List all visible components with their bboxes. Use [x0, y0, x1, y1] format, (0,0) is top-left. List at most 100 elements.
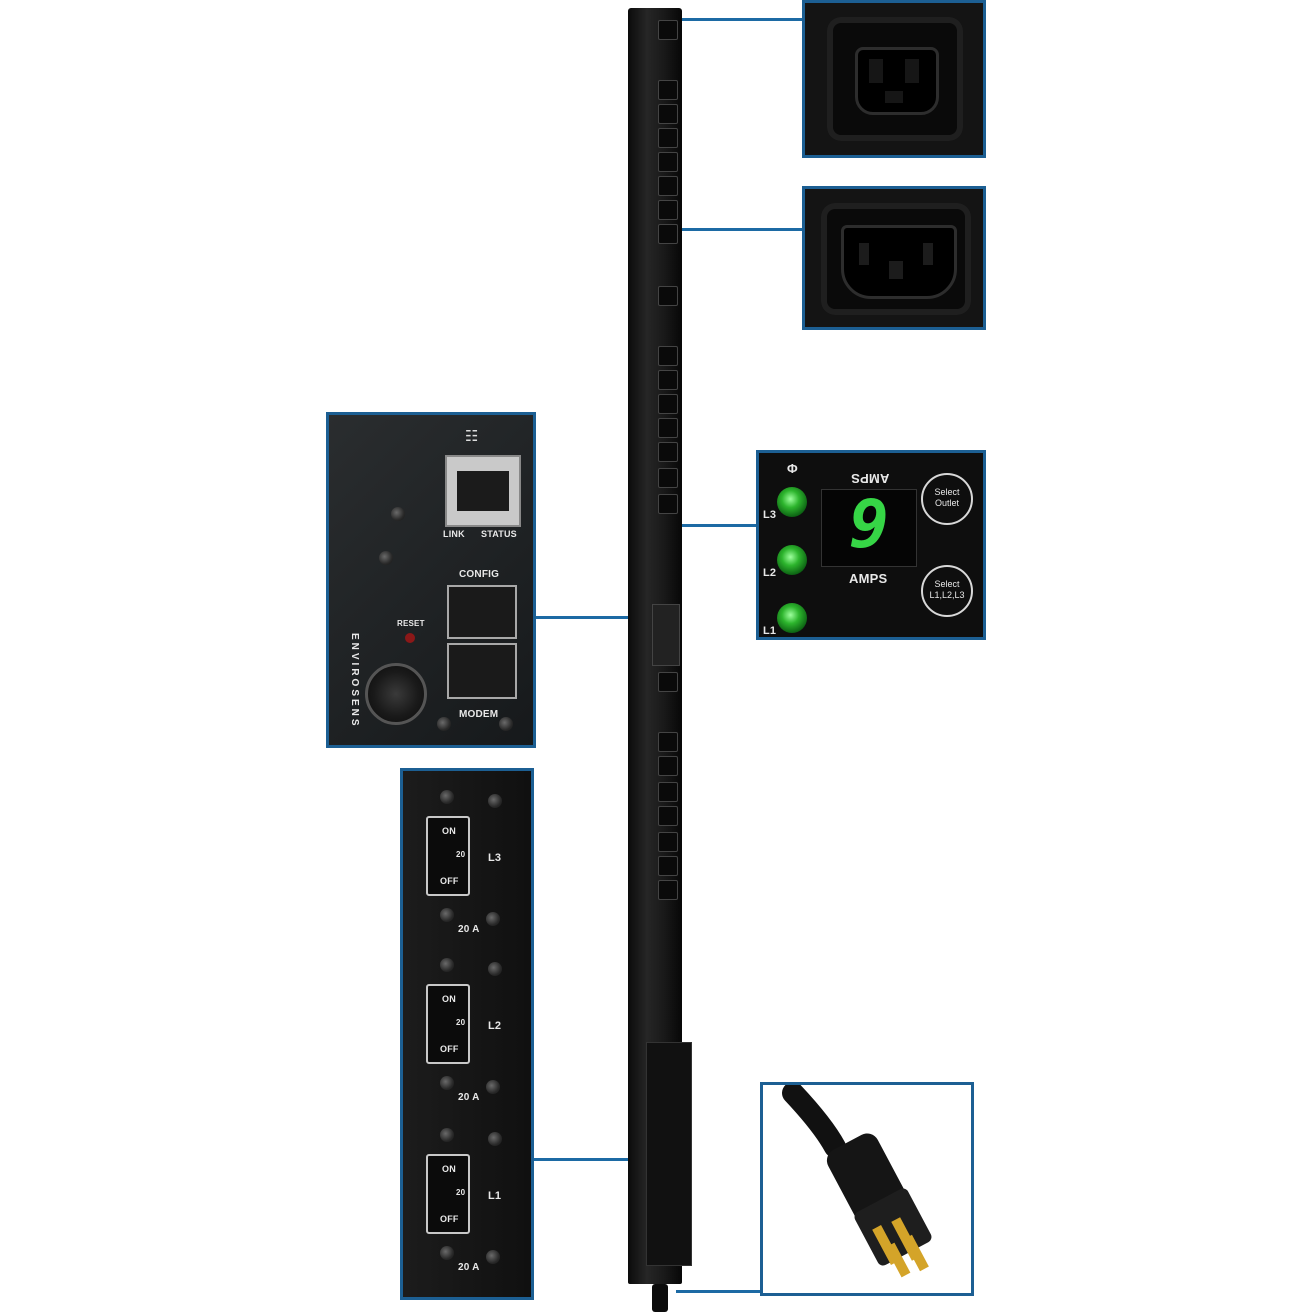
seven-segment-display: 9: [821, 486, 917, 567]
pdu-outlet: [658, 200, 678, 220]
breaker-amp-label: 20 A: [458, 1262, 480, 1273]
pdu-outlet: [658, 224, 678, 244]
connector-line-network: [534, 616, 630, 619]
breaker-rating: 20: [456, 850, 466, 859]
panel-screw: [379, 551, 393, 565]
l2-label: L2: [763, 567, 777, 579]
breaker-rating: 20: [456, 1188, 466, 1197]
pdu-outlet: [658, 370, 678, 390]
panel-screw: [488, 962, 502, 976]
amps-label-top: AMPS: [851, 471, 890, 486]
plug-callout: [760, 1082, 974, 1296]
breaker-off-label: OFF: [440, 1214, 459, 1224]
l1-led: [777, 603, 807, 633]
network-panel-callout: ☷ LINK STATUS CONFIG MODEM RESET ENVIROS…: [326, 412, 536, 748]
locking-plug-icon: [782, 1085, 932, 1278]
connector-line-display: [678, 524, 758, 527]
panel-screw: [440, 1076, 454, 1090]
pdu-outlet: [658, 442, 678, 462]
connector-line-c19: [678, 18, 804, 21]
breaker-switch-l2[interactable]: [426, 984, 470, 1064]
amp-reading: 9: [849, 486, 889, 563]
breaker-on-label: ON: [442, 826, 456, 836]
pdu-outlet: [658, 732, 678, 752]
breaker-on-label: ON: [442, 994, 456, 1004]
breaker-phase-label: L2: [488, 1020, 502, 1032]
pdu-outlet: [658, 756, 678, 776]
pdu-cord: [652, 1284, 668, 1312]
link-label: LINK: [443, 529, 465, 539]
pdu-outlet: [658, 494, 678, 514]
breaker-switch-l3[interactable]: [426, 816, 470, 896]
c19-outlet-callout: [802, 0, 986, 158]
pdu-outlet: [658, 176, 678, 196]
c13-outlet-callout: [802, 186, 986, 330]
panel-screw: [440, 1128, 454, 1142]
pdu-outlet: [658, 152, 678, 172]
breaker-amp-label: 20 A: [458, 1092, 480, 1103]
panel-screw: [486, 1080, 500, 1094]
panel-screw: [440, 790, 454, 804]
panel-screw: [440, 1246, 454, 1260]
connector-line-breakers: [532, 1158, 630, 1161]
breaker-off-label: OFF: [440, 876, 459, 886]
breaker-rating: 20: [456, 1018, 466, 1027]
pdu-outlet: [658, 468, 678, 488]
connector-line-c13: [678, 228, 804, 231]
select-phase-button[interactable]: Select L1,L2,L3: [921, 565, 973, 617]
amps-label-bottom: AMPS: [849, 571, 888, 586]
panel-screw: [486, 1250, 500, 1264]
l1-label: L1: [763, 625, 777, 637]
panel-screw: [499, 717, 513, 731]
ethernet-port[interactable]: [445, 455, 521, 527]
panel-screw: [486, 912, 500, 926]
breaker-phase-label: L3: [488, 852, 502, 864]
breaker-switch-l1[interactable]: [426, 1154, 470, 1234]
panel-screw: [440, 908, 454, 922]
l2-led: [777, 545, 807, 575]
network-icon: ☷: [465, 428, 479, 445]
reset-button[interactable]: [405, 633, 415, 643]
amp-display-callout: Φ AMPS 9 AMPS L3 L2 L1 Select Outlet Sel…: [756, 450, 986, 640]
pdu-outlet: [658, 104, 678, 124]
select-outlet-button[interactable]: Select Outlet: [921, 473, 973, 525]
l3-label: L3: [763, 509, 777, 521]
c13-outlet-icon: [821, 203, 971, 315]
pdu-outlet: [658, 286, 678, 306]
pdu-control-module: [652, 604, 680, 666]
pdu-outlet: [658, 832, 678, 852]
l3-led: [777, 487, 807, 517]
modem-label: MODEM: [459, 709, 499, 720]
pdu-outlet: [658, 394, 678, 414]
pdu-outlet: [658, 672, 678, 692]
panel-screw: [437, 717, 451, 731]
pdu-outlet: [658, 782, 678, 802]
breaker-on-label: ON: [442, 1164, 456, 1174]
phase-symbol: Φ: [787, 461, 798, 476]
panel-screw: [440, 958, 454, 972]
panel-screw: [391, 507, 405, 521]
pdu-outlet: [658, 806, 678, 826]
panel-screw: [488, 794, 502, 808]
breaker-phase-label: L1: [488, 1190, 502, 1202]
modem-port[interactable]: [447, 643, 517, 699]
panel-screw: [488, 1132, 502, 1146]
status-label: STATUS: [481, 529, 517, 539]
pdu-outlet: [658, 880, 678, 900]
connector-line-plug: [676, 1290, 762, 1293]
reset-label: RESET: [397, 619, 425, 628]
pdu-outlet: [658, 20, 678, 40]
pdu-outlet: [658, 128, 678, 148]
pdu-outlet: [658, 418, 678, 438]
breaker-amp-label: 20 A: [458, 924, 480, 935]
envirosense-label: ENVIROSENS: [349, 633, 360, 729]
pdu-outlet: [658, 346, 678, 366]
pdu-outlet: [658, 856, 678, 876]
envirosense-port[interactable]: [365, 663, 427, 725]
config-label: CONFIG: [459, 569, 500, 580]
config-port[interactable]: [447, 585, 517, 639]
pdu-outlet: [658, 80, 678, 100]
c19-outlet-icon: [827, 17, 963, 141]
breaker-off-label: OFF: [440, 1044, 459, 1054]
pdu-input-box: [646, 1042, 692, 1266]
